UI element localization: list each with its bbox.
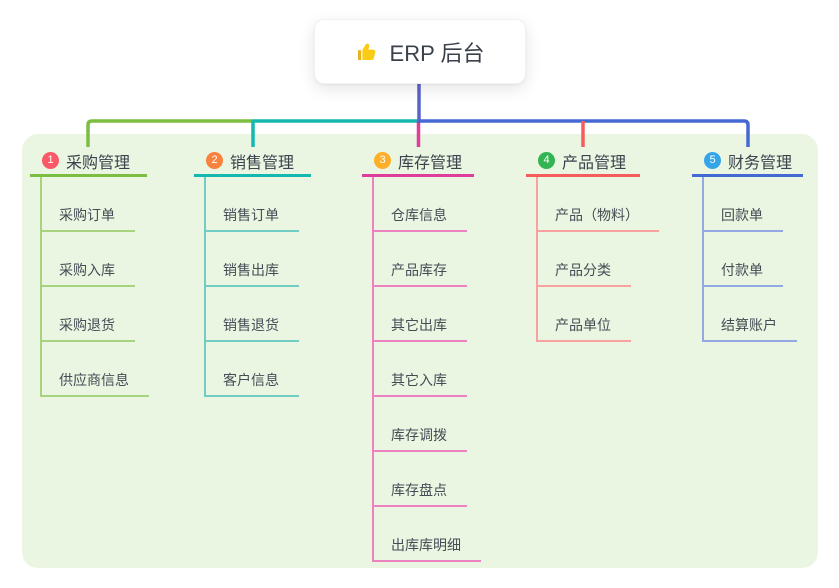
item-label: 产品分类: [538, 260, 631, 287]
tree-node-item[interactable]: 产品库存: [374, 232, 474, 287]
branch-items: 仓库信息产品库存其它出库其它入库库存调拨库存盘点出库库明细: [372, 177, 481, 562]
branches-panel: [22, 134, 818, 568]
branch-title-label: 销售管理: [230, 154, 295, 172]
tree-node-item[interactable]: 销售退货: [206, 287, 311, 342]
tree-node-item[interactable]: 付款单: [704, 232, 803, 287]
tree-node-item[interactable]: 结算账户: [704, 287, 803, 342]
tree-node-item[interactable]: 采购入库: [42, 232, 147, 287]
item-label: 产品单位: [538, 315, 631, 342]
tree-node-item[interactable]: 其它入库: [374, 342, 474, 397]
item-label: 采购订单: [42, 205, 135, 232]
item-label: 仓库信息: [374, 205, 467, 232]
item-label: 其它出库: [374, 315, 467, 342]
item-label: 结算账户: [704, 315, 797, 342]
tree-node-item[interactable]: 销售出库: [206, 232, 311, 287]
item-label: 库存盘点: [374, 480, 467, 507]
branch-title[interactable]: 5 财务管理: [692, 147, 803, 177]
branch-number-badge: 1: [42, 152, 59, 169]
tree-node-item[interactable]: 仓库信息: [374, 177, 474, 232]
root-node[interactable]: ERP 后台: [314, 19, 526, 84]
branch-items: 采购订单采购入库采购退货供应商信息: [40, 177, 149, 397]
tree-node-item[interactable]: 库存盘点: [374, 452, 474, 507]
item-label: 付款单: [704, 260, 783, 287]
branch-column: 2 销售管理 销售订单销售出库销售退货客户信息: [194, 147, 311, 397]
item-label: 回款单: [704, 205, 783, 232]
item-label: 销售出库: [206, 260, 299, 287]
tree-node-item[interactable]: 库存调拨: [374, 397, 474, 452]
branch-title[interactable]: 1 采购管理: [30, 147, 147, 177]
branch-title[interactable]: 2 销售管理: [194, 147, 311, 177]
tree-node-item[interactable]: 产品（物料）: [538, 177, 659, 232]
branch-title[interactable]: 4 产品管理: [526, 147, 640, 177]
tree-node-item[interactable]: 客户信息: [206, 342, 311, 397]
tree-node-item[interactable]: 销售订单: [206, 177, 311, 232]
branch-items: 销售订单销售出库销售退货客户信息: [204, 177, 311, 397]
branch-title[interactable]: 3 库存管理: [362, 147, 474, 177]
branch-items: 产品（物料） 产品分类产品单位: [536, 177, 659, 342]
branch-title-label: 财务管理: [728, 154, 793, 172]
tree-node-item[interactable]: 出库库明细: [374, 507, 481, 562]
branch-column: 3 库存管理 仓库信息产品库存其它出库其它入库库存调拨库存盘点出库库明细: [362, 147, 481, 562]
tree-node-item[interactable]: 产品单位: [538, 287, 640, 342]
item-label: 采购退货: [42, 315, 135, 342]
item-label: 采购入库: [42, 260, 135, 287]
branch-column: 1 采购管理 采购订单采购入库采购退货供应商信息: [30, 147, 149, 397]
item-label: 其它入库: [374, 370, 467, 397]
branch-title-label: 产品管理: [562, 154, 627, 172]
tree-node-item[interactable]: 产品分类: [538, 232, 640, 287]
branch-number-badge: 5: [704, 152, 721, 169]
tree-node-item[interactable]: 供应商信息: [42, 342, 149, 397]
root-label: ERP 后台: [389, 40, 485, 66]
item-label: 供应商信息: [42, 370, 149, 397]
branch-column: 4 产品管理 产品（物料） 产品分类产品单位: [526, 147, 659, 342]
item-label: 出库库明细: [374, 535, 481, 562]
tree-node-item[interactable]: 回款单: [704, 177, 803, 232]
tree-node-item[interactable]: 采购订单: [42, 177, 147, 232]
item-label: 销售订单: [206, 205, 299, 232]
tree-node-item[interactable]: 采购退货: [42, 287, 147, 342]
branch-column: 5 财务管理 回款单付款单结算账户: [692, 147, 803, 342]
branch-number-badge: 2: [206, 152, 223, 169]
branch-number-badge: 4: [538, 152, 555, 169]
branch-number-badge: 3: [374, 152, 391, 169]
item-label: 库存调拨: [374, 425, 467, 452]
branch-title-label: 库存管理: [398, 154, 463, 172]
item-label: 客户信息: [206, 370, 299, 397]
branch-items: 回款单付款单结算账户: [702, 177, 803, 342]
thumbs-up-icon: [356, 40, 380, 64]
branch-title-label: 采购管理: [66, 154, 131, 172]
item-label: 产品库存: [374, 260, 467, 287]
tree-node-item[interactable]: 其它出库: [374, 287, 474, 342]
item-label: 产品（物料）: [538, 205, 659, 232]
item-label: 销售退货: [206, 315, 299, 342]
